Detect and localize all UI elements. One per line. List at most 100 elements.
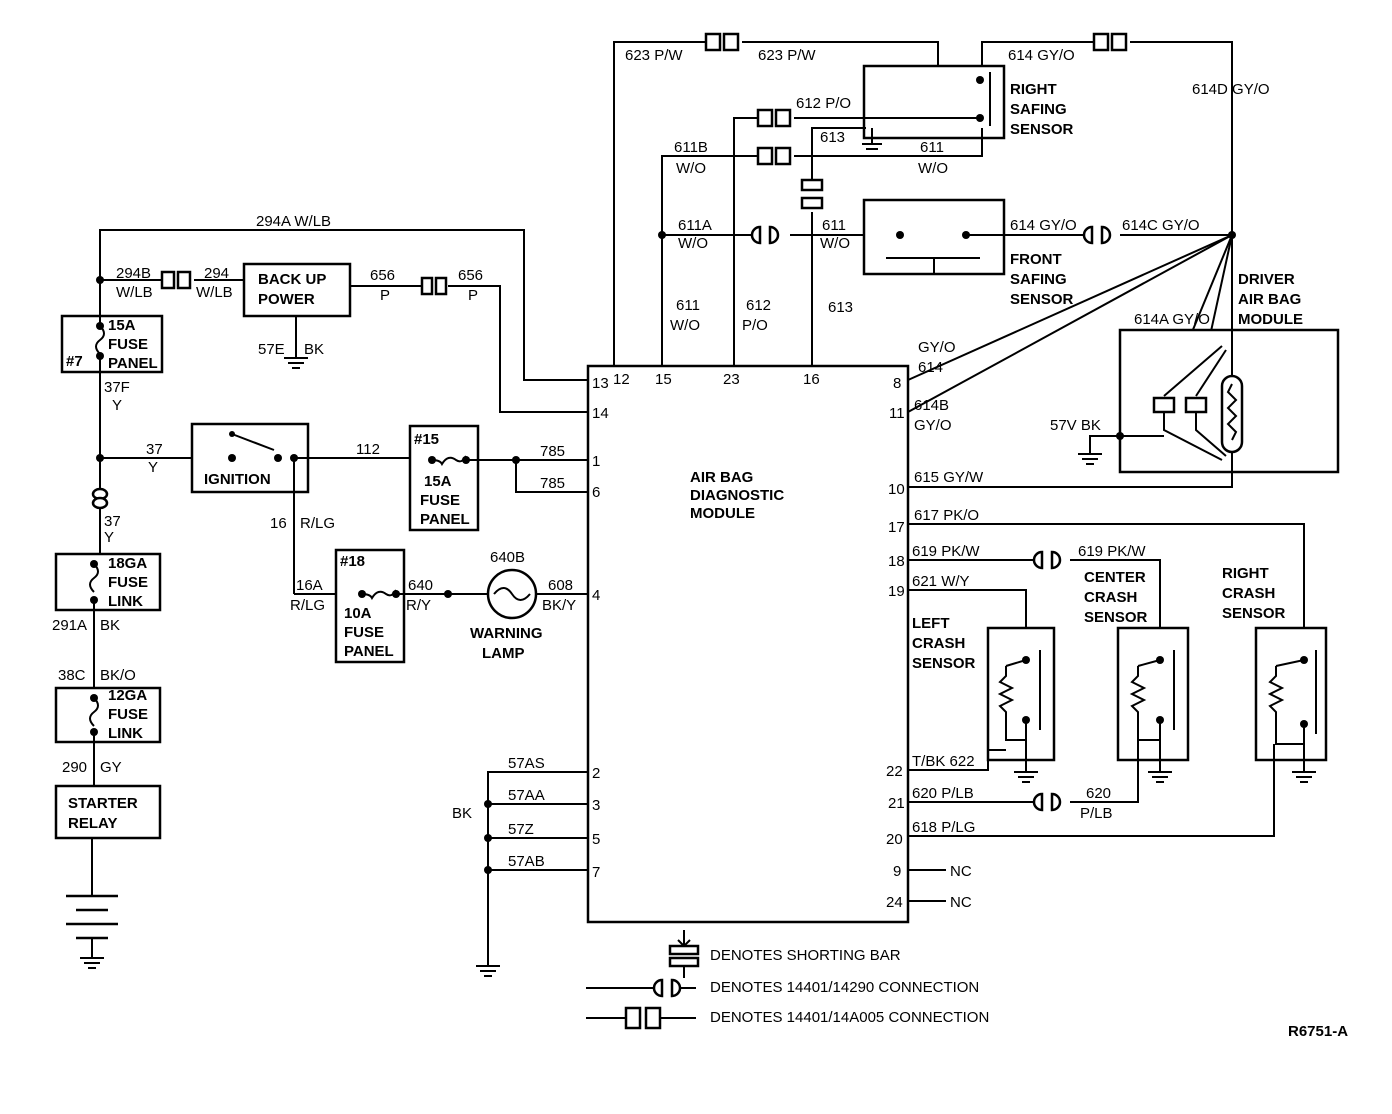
f18-element bbox=[361, 589, 397, 601]
pin-3: 3 bbox=[592, 797, 600, 814]
fl12-label-2: FUSE bbox=[108, 706, 148, 723]
fl18-label-1: 18GA bbox=[108, 555, 147, 572]
fuse-link-12ga-box bbox=[54, 686, 162, 744]
fuse-7-box bbox=[60, 314, 164, 374]
wire-618 bbox=[908, 744, 1275, 837]
module-label-3: MODULE bbox=[690, 505, 755, 522]
connector-611b-a bbox=[756, 146, 774, 166]
module-pins-left: 13 12 15 23 16 14 1 6 4 2 3 5 7 bbox=[592, 371, 820, 881]
wire-617 bbox=[908, 523, 1305, 660]
figure-id: R6751-A bbox=[1288, 1023, 1348, 1040]
label-612-po: 612 P/O bbox=[796, 95, 851, 112]
left-crash-label-3: SENSOR bbox=[912, 655, 976, 672]
connector-619-b bbox=[1050, 550, 1062, 570]
label-656a: 656 bbox=[370, 267, 395, 284]
wire-623-left bbox=[613, 41, 706, 366]
label-620b: 620 bbox=[1086, 785, 1111, 802]
connector-614c-b bbox=[1100, 225, 1112, 245]
fl12-label-1: 12GA bbox=[108, 687, 147, 704]
label-611m-color: W/O bbox=[820, 235, 850, 252]
label-16a-color: R/LG bbox=[290, 597, 325, 614]
wire-611b bbox=[661, 155, 758, 366]
label-614-8: 614 bbox=[918, 359, 943, 376]
center-crash-sensor bbox=[1116, 626, 1190, 783]
wire-613-top bbox=[811, 127, 866, 180]
fuse-7-label-1: 15A bbox=[108, 317, 136, 334]
pin-23: 23 bbox=[723, 371, 740, 388]
connector-294-a bbox=[160, 270, 176, 290]
connector-656-a bbox=[420, 276, 434, 296]
wire-57v bbox=[1089, 435, 1120, 454]
center-crash-label-2: CRASH bbox=[1084, 589, 1137, 606]
label-620b-color: P/LB bbox=[1080, 805, 1113, 822]
label-614-top: 614 GY/O bbox=[1008, 47, 1075, 64]
wire-57as bbox=[487, 771, 588, 966]
pin-6: 6 bbox=[592, 484, 600, 501]
pin-24: 24 bbox=[886, 894, 903, 911]
right-safing-sensor-box bbox=[862, 64, 1006, 140]
label-614-fss: 614 GY/O bbox=[1010, 217, 1077, 234]
connector-656-b bbox=[434, 276, 448, 296]
pin-21: 21 bbox=[888, 795, 905, 812]
starter-relay-box bbox=[54, 784, 162, 840]
dab-l2 bbox=[1195, 349, 1227, 397]
fuse-18-label-3: PANEL bbox=[344, 643, 394, 660]
label-612v: 612 bbox=[746, 297, 771, 314]
label-613-top: 613 bbox=[820, 129, 845, 146]
pin-2: 2 bbox=[592, 765, 600, 782]
pin-15: 15 bbox=[655, 371, 672, 388]
label-611r: 611 bbox=[920, 139, 944, 156]
fl12-label-3: LINK bbox=[108, 725, 143, 742]
label-294: 294 bbox=[204, 265, 229, 282]
fl12-element bbox=[89, 697, 99, 727]
label-37: 37 bbox=[146, 441, 163, 458]
right-crash-sensor bbox=[1254, 626, 1328, 783]
label-bk: BK bbox=[452, 805, 472, 822]
fuse-15-label-2: FUSE bbox=[420, 492, 460, 509]
dab-ret-2 bbox=[1195, 412, 1227, 457]
wire-614d bbox=[1130, 41, 1233, 235]
dab-l1 bbox=[1163, 345, 1223, 397]
pin-7: 7 bbox=[592, 864, 600, 881]
junction-57z bbox=[484, 834, 492, 842]
fuse7-element bbox=[95, 325, 105, 355]
pin-13: 13 bbox=[592, 375, 609, 392]
fuse-7-label-3: PANEL bbox=[108, 355, 158, 372]
label-612v-color: P/O bbox=[742, 317, 768, 334]
label-614b-color: GY/O bbox=[914, 417, 952, 434]
label-623b: 623 P/W bbox=[758, 47, 816, 64]
connector-620-a bbox=[1032, 792, 1044, 812]
label-619b: 619 PK/W bbox=[1078, 543, 1146, 560]
module-pins-right: 8 11 10 17 18 19 22 21 20 9 24 bbox=[886, 375, 905, 911]
label-785b: 785 bbox=[540, 475, 565, 492]
label-16-color: R/LG bbox=[300, 515, 335, 532]
pin-8: 8 bbox=[893, 375, 901, 392]
label-57e-color: BK bbox=[304, 341, 324, 358]
junction-640 bbox=[444, 590, 452, 598]
label-621: 621 W/Y bbox=[912, 573, 970, 590]
module-label-2: DIAGNOSTIC bbox=[690, 487, 784, 504]
legend-shorting-bar: DENOTES SHORTING BAR bbox=[710, 947, 901, 964]
fuse-18-id: #18 bbox=[340, 553, 365, 570]
wire-612 bbox=[733, 117, 758, 366]
right-safing-label-2: SAFING bbox=[1010, 101, 1067, 118]
connector-620-b bbox=[1050, 792, 1062, 812]
legend-14a005: DENOTES 14401/14A005 CONNECTION bbox=[710, 1009, 989, 1026]
label-656b-color: P bbox=[468, 287, 478, 304]
right-safing-label-3: SENSOR bbox=[1010, 121, 1074, 138]
label-37-color: Y bbox=[148, 459, 158, 476]
fuse-15-box bbox=[408, 424, 480, 532]
label-613v: 613 bbox=[828, 299, 853, 316]
ign-blade bbox=[231, 433, 275, 451]
pin-5: 5 bbox=[592, 831, 600, 848]
label-gyo-8: GY/O bbox=[918, 339, 956, 356]
fuse-7-id: #7 bbox=[66, 353, 83, 370]
front-safing-label-2: SAFING bbox=[1010, 271, 1067, 288]
connector-614c-a bbox=[1082, 225, 1094, 245]
label-294-color: W/LB bbox=[196, 284, 233, 301]
pin-10: 10 bbox=[888, 481, 905, 498]
ign-pivot bbox=[229, 431, 235, 437]
dab-squib-1 bbox=[1152, 396, 1176, 414]
pin-11: 11 bbox=[889, 405, 905, 422]
